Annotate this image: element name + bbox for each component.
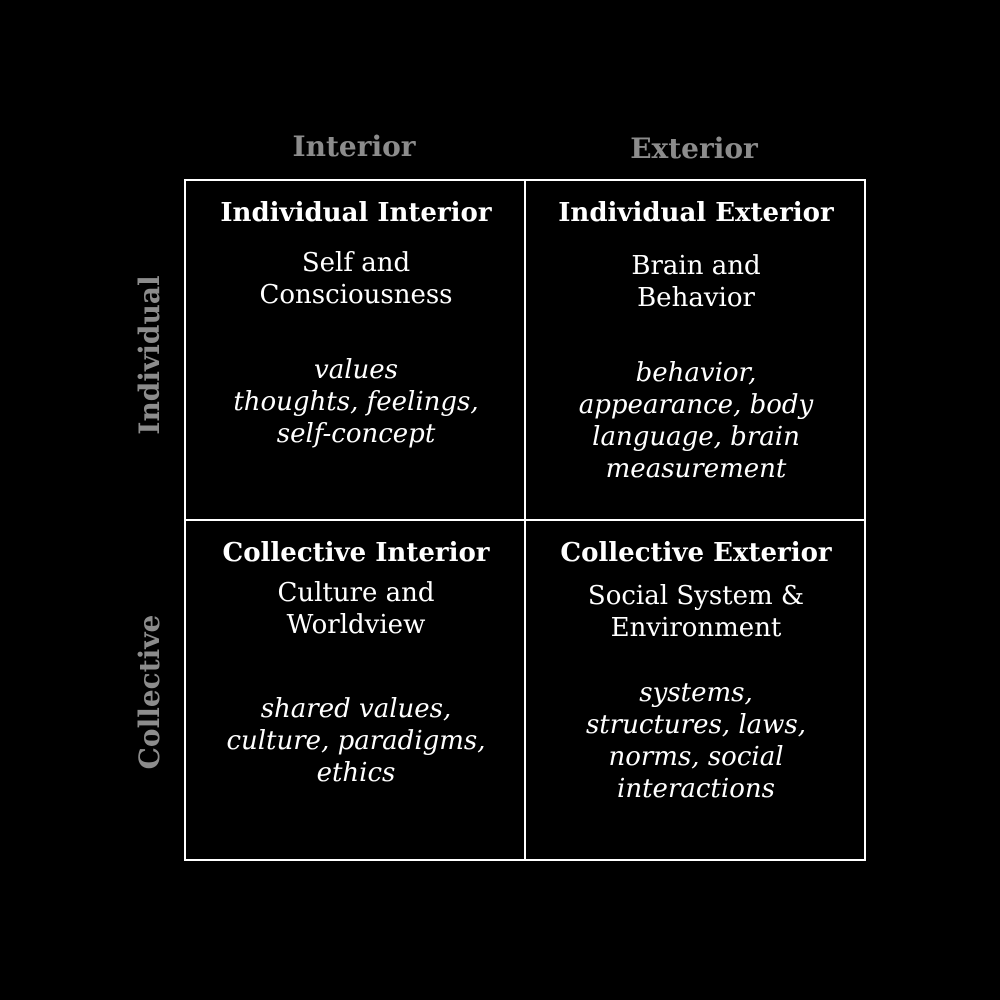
example-line: appearance, body: [578, 390, 814, 420]
subtitle-line: Brain and: [631, 251, 761, 281]
grid-divider-horizontal: [184, 519, 866, 521]
subtitle-line: Behavior: [637, 283, 755, 313]
subtitle-line: Consciousness: [259, 280, 453, 310]
quadrant-collective-interior: Collective Interior Culture and Worldvie…: [186, 521, 526, 861]
quadrant-collective-exterior: Collective Exterior Social System & Envi…: [526, 521, 866, 861]
quadrant-subtitle: Social System & Environment: [546, 580, 846, 644]
quadrant-title: Collective Exterior: [560, 538, 832, 568]
row-header-collective: Collective: [133, 614, 166, 770]
subtitle-line: Self and: [301, 248, 411, 278]
quadrant-examples: systems, structures, laws, norms, social…: [546, 677, 846, 805]
quadrant-grid: Individual Interior Self and Consciousne…: [184, 179, 866, 861]
example-line: language, brain: [592, 422, 800, 452]
column-header-interior: Interior: [292, 130, 416, 163]
example-line: values: [314, 355, 398, 385]
example-line: culture, paradigms,: [226, 726, 486, 756]
example-line: structures, laws,: [585, 710, 807, 740]
quadrant-examples: behavior, appearance, body language, bra…: [546, 357, 846, 485]
quadrant-title: Collective Interior: [222, 538, 490, 568]
example-line: norms, social: [608, 742, 784, 772]
example-line: behavior,: [635, 358, 757, 388]
row-header-individual: Individual: [133, 275, 166, 435]
example-line: ethics: [316, 758, 396, 788]
example-line: thoughts, feelings,: [233, 387, 479, 417]
quadrant-individual-exterior: Individual Exterior Brain and Behavior b…: [526, 181, 866, 521]
subtitle-line: Worldview: [286, 610, 426, 640]
example-line: self-concept: [276, 419, 436, 449]
quadrant-subtitle: Self and Consciousness: [206, 247, 506, 311]
column-header-exterior: Exterior: [630, 132, 758, 165]
example-line: shared values,: [260, 694, 452, 724]
example-line: measurement: [605, 454, 787, 484]
quadrant-examples: shared values, culture, paradigms, ethic…: [206, 693, 506, 789]
example-line: interactions: [617, 774, 775, 804]
quadrant-subtitle: Brain and Behavior: [546, 250, 846, 314]
quadrant-title: Individual Exterior: [558, 198, 834, 228]
quadrant-individual-interior: Individual Interior Self and Consciousne…: [186, 181, 526, 521]
example-line: systems,: [639, 678, 753, 708]
subtitle-line: Social System &: [587, 581, 805, 611]
quadrant-subtitle: Culture and Worldview: [206, 577, 506, 641]
subtitle-line: Environment: [610, 613, 782, 643]
quadrant-title: Individual Interior: [220, 198, 492, 228]
subtitle-line: Culture and: [277, 578, 435, 608]
quadrant-examples: values thoughts, feelings, self-concept: [206, 354, 506, 450]
